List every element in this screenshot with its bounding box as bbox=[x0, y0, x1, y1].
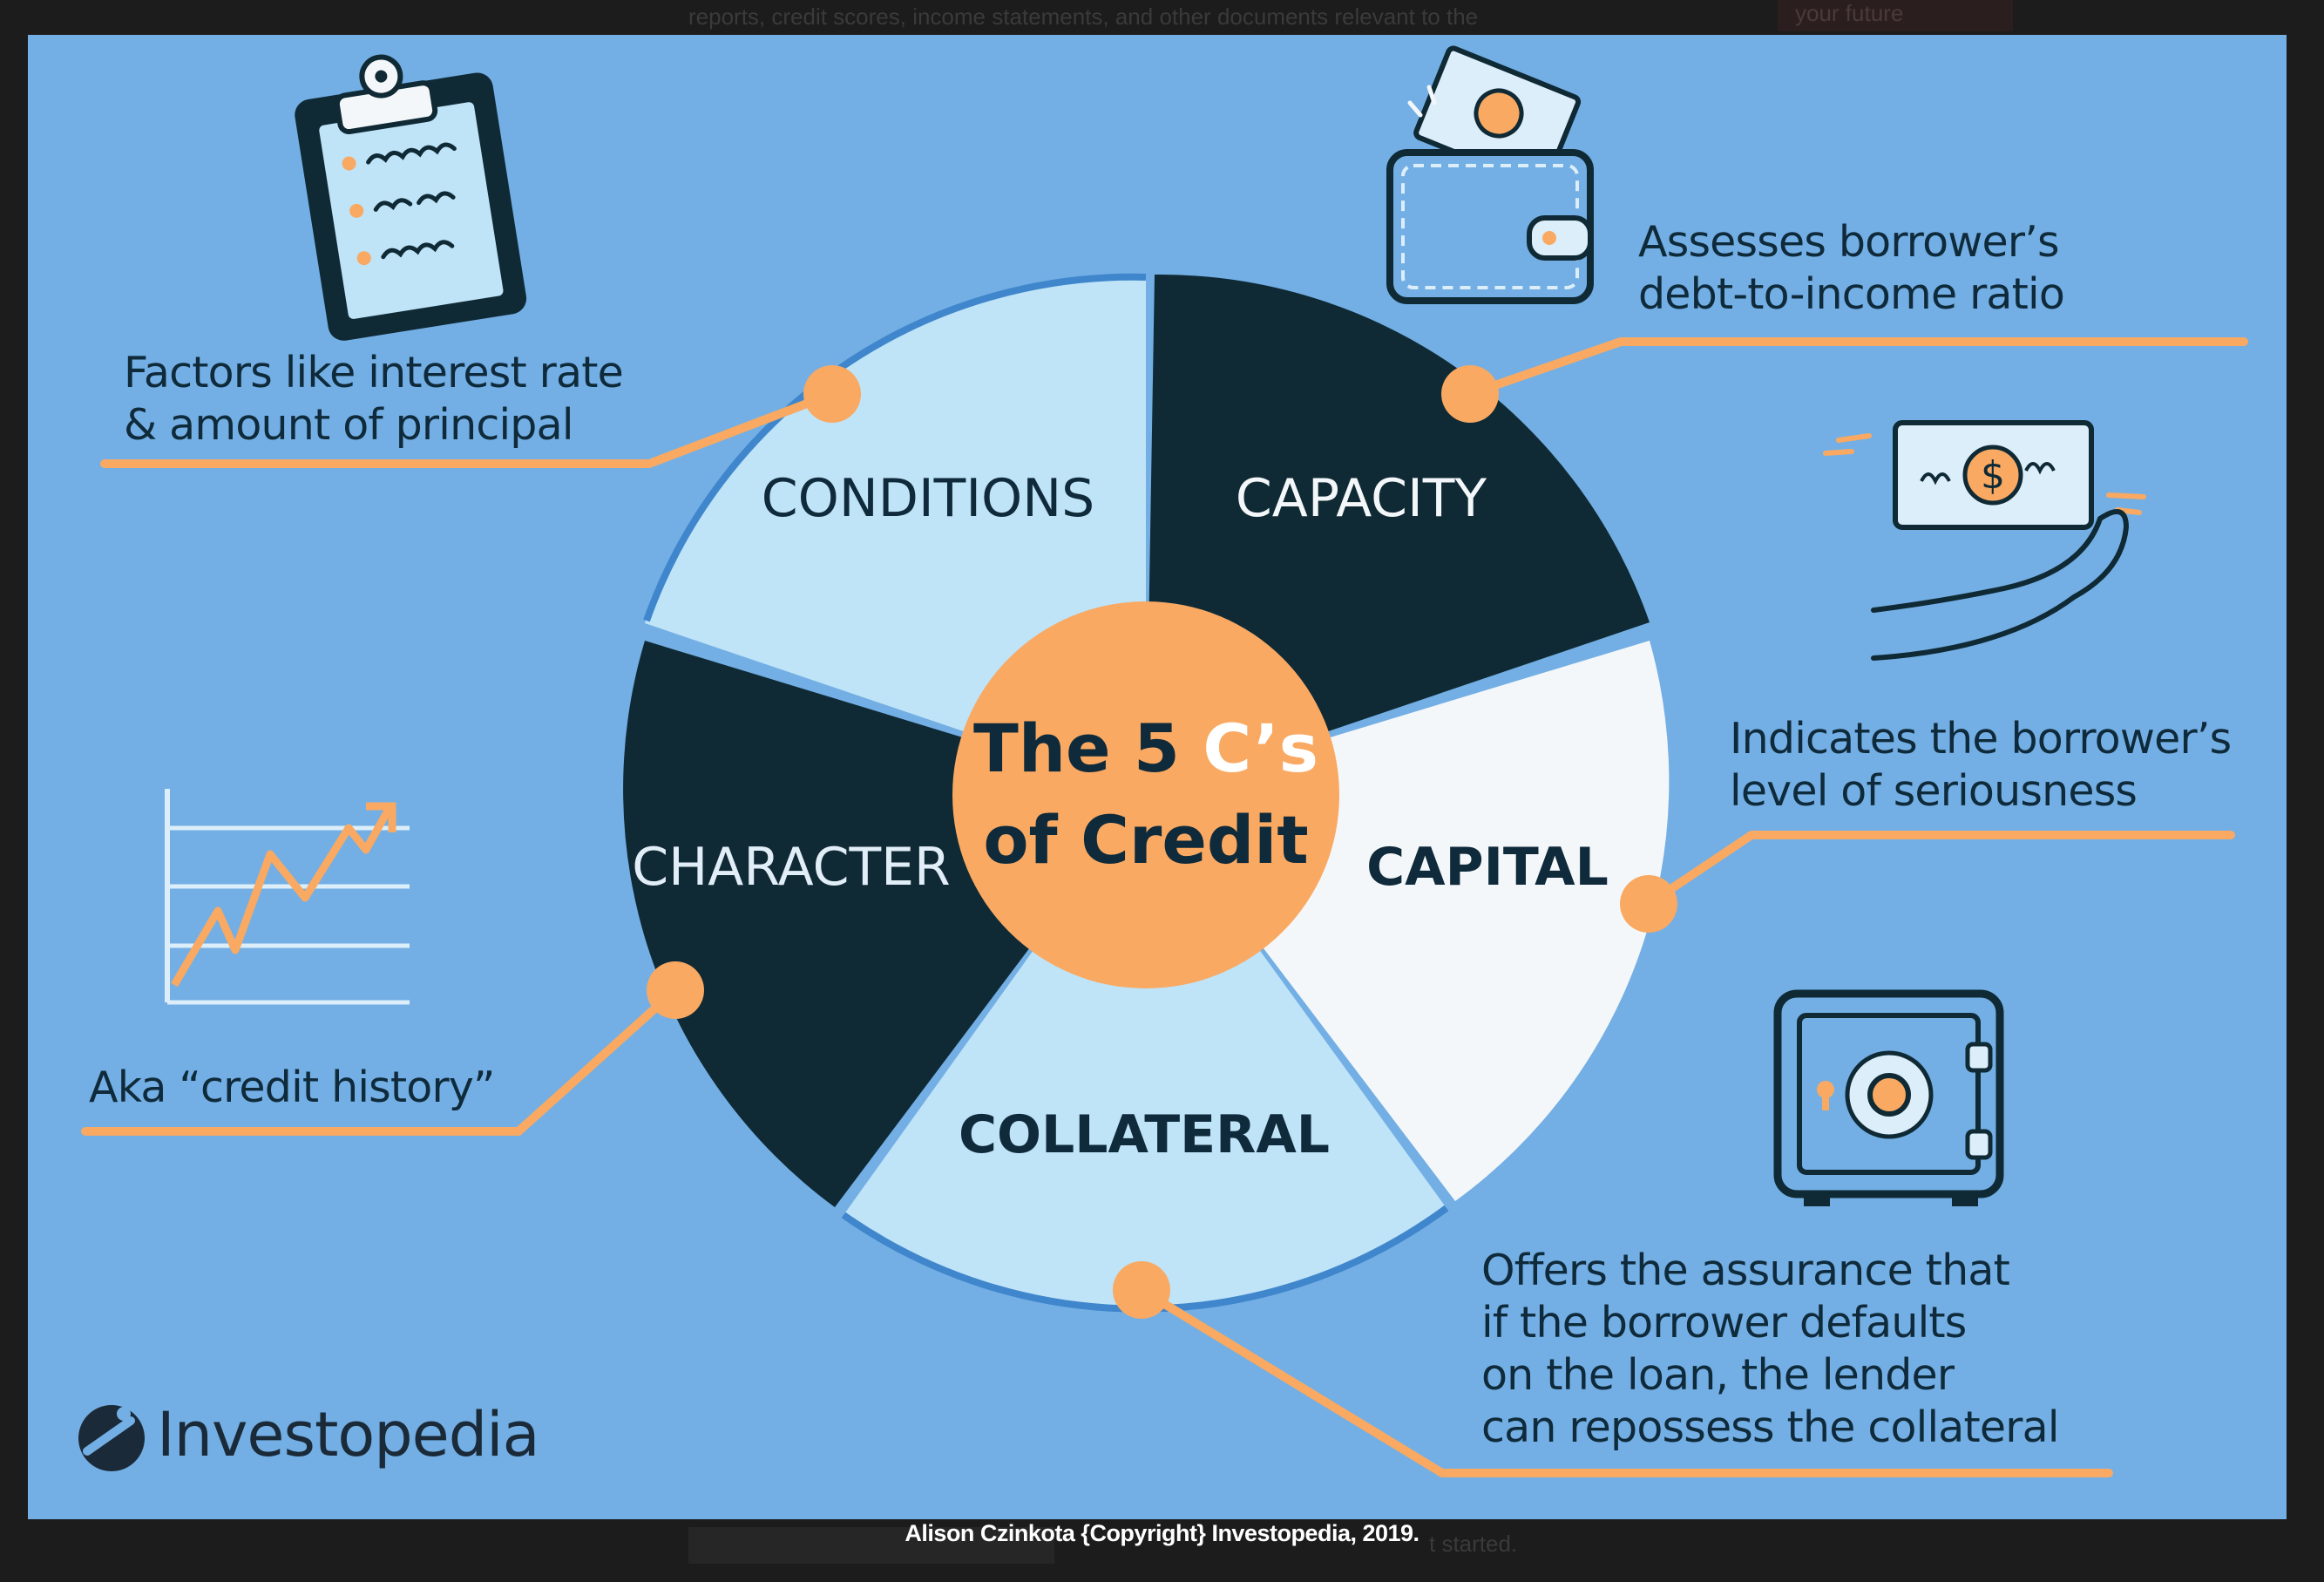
connector-character bbox=[81, 986, 680, 1136]
brand-name: Investopedia bbox=[157, 1399, 540, 1470]
description-capital: Indicates the borrower’s level of seriou… bbox=[1730, 714, 2232, 816]
connector-capacity bbox=[1466, 337, 2248, 398]
description-collateral: Offers the assurance that if the borrowe… bbox=[1481, 1246, 2059, 1452]
investopedia-logo-icon bbox=[78, 1405, 145, 1471]
background-text-bottom: t started. bbox=[1429, 1531, 1518, 1557]
wallet-icon bbox=[1386, 45, 1594, 304]
safe-icon bbox=[1773, 989, 2004, 1206]
center-circle bbox=[952, 601, 1339, 988]
connector-capital bbox=[1644, 831, 2235, 908]
segment-label-capital: CAPITAL bbox=[1366, 837, 1609, 898]
center-title: The 5 C’s bbox=[973, 710, 1318, 787]
description-conditions: Factors like interest rate & amount of p… bbox=[124, 348, 624, 450]
background-text-top-right: your future bbox=[1778, 0, 2013, 31]
segment-label-conditions: CONDITIONS bbox=[762, 468, 1094, 529]
center-subtitle: of Credit bbox=[983, 801, 1308, 879]
segment-label-collateral: COLLATERAL bbox=[959, 1104, 1330, 1165]
segment-label-capacity: CAPACITY bbox=[1236, 468, 1487, 529]
background-text-top: reports, credit scores, income statement… bbox=[688, 3, 1479, 30]
svg-text:$: $ bbox=[1981, 453, 2005, 498]
connector-collateral bbox=[1137, 1286, 2113, 1477]
clipboard-icon bbox=[295, 54, 527, 341]
copyright-caption: Alison Czinkota {Copyright} Investopedia… bbox=[905, 1520, 1419, 1546]
connector-conditions bbox=[100, 390, 837, 468]
trend-chart-icon bbox=[161, 789, 414, 1007]
description-capacity: Assesses borrower’s debt-to-income ratio bbox=[1638, 217, 2065, 319]
segment-label-character: CHARACTER bbox=[632, 837, 950, 898]
money-hand-icon: $ bbox=[1823, 420, 2146, 661]
segment-collateral bbox=[844, 793, 1447, 1308]
description-character: Aka “credit history” bbox=[89, 1063, 495, 1112]
background-box-bottom bbox=[688, 1527, 1054, 1564]
